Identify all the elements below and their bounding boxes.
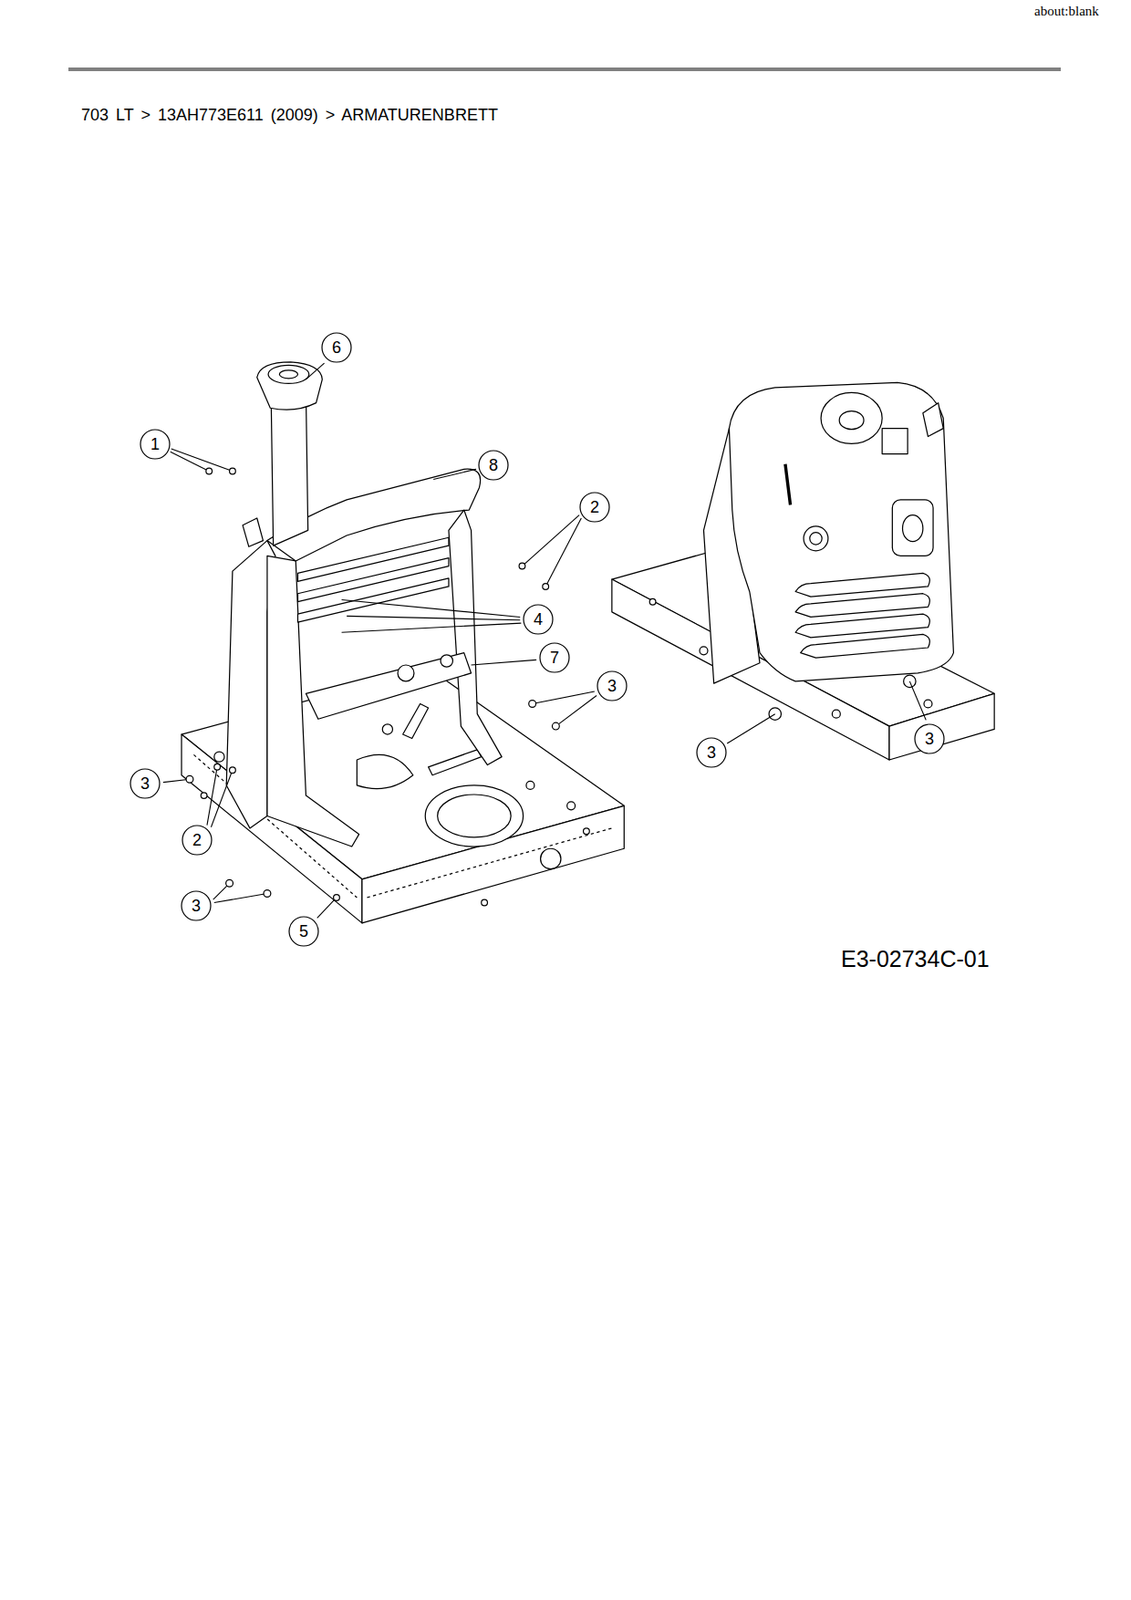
- callout-number: 3: [180, 890, 212, 922]
- callout-outline: [181, 891, 211, 921]
- assembled-view: [612, 382, 995, 760]
- callout-number: 2: [579, 491, 611, 523]
- steering-column: [257, 362, 323, 546]
- callout-text: 3: [913, 723, 945, 755]
- callout-outline: [597, 671, 627, 701]
- callout-text: 6: [321, 332, 353, 364]
- drawing-number: E3-02734C-01: [840, 945, 990, 973]
- callout-outline: [140, 429, 170, 459]
- callout-number: 5: [288, 915, 320, 947]
- callout-text: 5: [288, 915, 320, 947]
- callout-text: 3: [180, 890, 212, 922]
- callout-number: 2: [181, 824, 213, 856]
- header-rule: [68, 67, 1061, 72]
- breadcrumb-title: 703 LT > 13AH773E611 (2009) > ARMATURENB…: [81, 105, 499, 125]
- callout-outline: [130, 768, 160, 799]
- fasteners: [186, 467, 560, 901]
- callout-number: 3: [695, 736, 727, 768]
- leader-lines: [163, 363, 926, 918]
- callout-outline: [321, 332, 352, 363]
- callout-text: 4: [522, 603, 554, 635]
- callout-outline: [289, 916, 319, 946]
- callout-number: 8: [477, 449, 509, 481]
- browser-url: about:blank: [1034, 3, 1100, 20]
- callout-number: 7: [539, 642, 571, 674]
- callout-outline: [580, 492, 610, 522]
- callout-outline: [478, 450, 509, 480]
- callout-text: 2: [181, 824, 213, 856]
- callout-number: 3: [596, 670, 628, 702]
- callout-text: 3: [596, 670, 628, 702]
- callout-text: 8: [477, 449, 509, 481]
- callout-outline: [182, 825, 212, 855]
- callout-text: 2: [579, 491, 611, 523]
- callout-outline: [914, 724, 945, 754]
- callout-number: 6: [321, 332, 353, 364]
- callout-text: 3: [129, 767, 161, 799]
- callout-number: 4: [522, 603, 554, 635]
- callout-text: 1: [139, 428, 171, 460]
- callout-outline: [696, 737, 727, 768]
- callout-number: 3: [129, 767, 161, 799]
- dash-panel: [226, 468, 502, 847]
- callout-outline: [539, 643, 570, 673]
- callout-outline: [523, 604, 553, 634]
- callout-number: 3: [913, 723, 945, 755]
- callout-number: 1: [139, 428, 171, 460]
- callout-text: 7: [539, 642, 571, 674]
- callout-text: 3: [695, 736, 727, 768]
- drawing: [163, 362, 995, 924]
